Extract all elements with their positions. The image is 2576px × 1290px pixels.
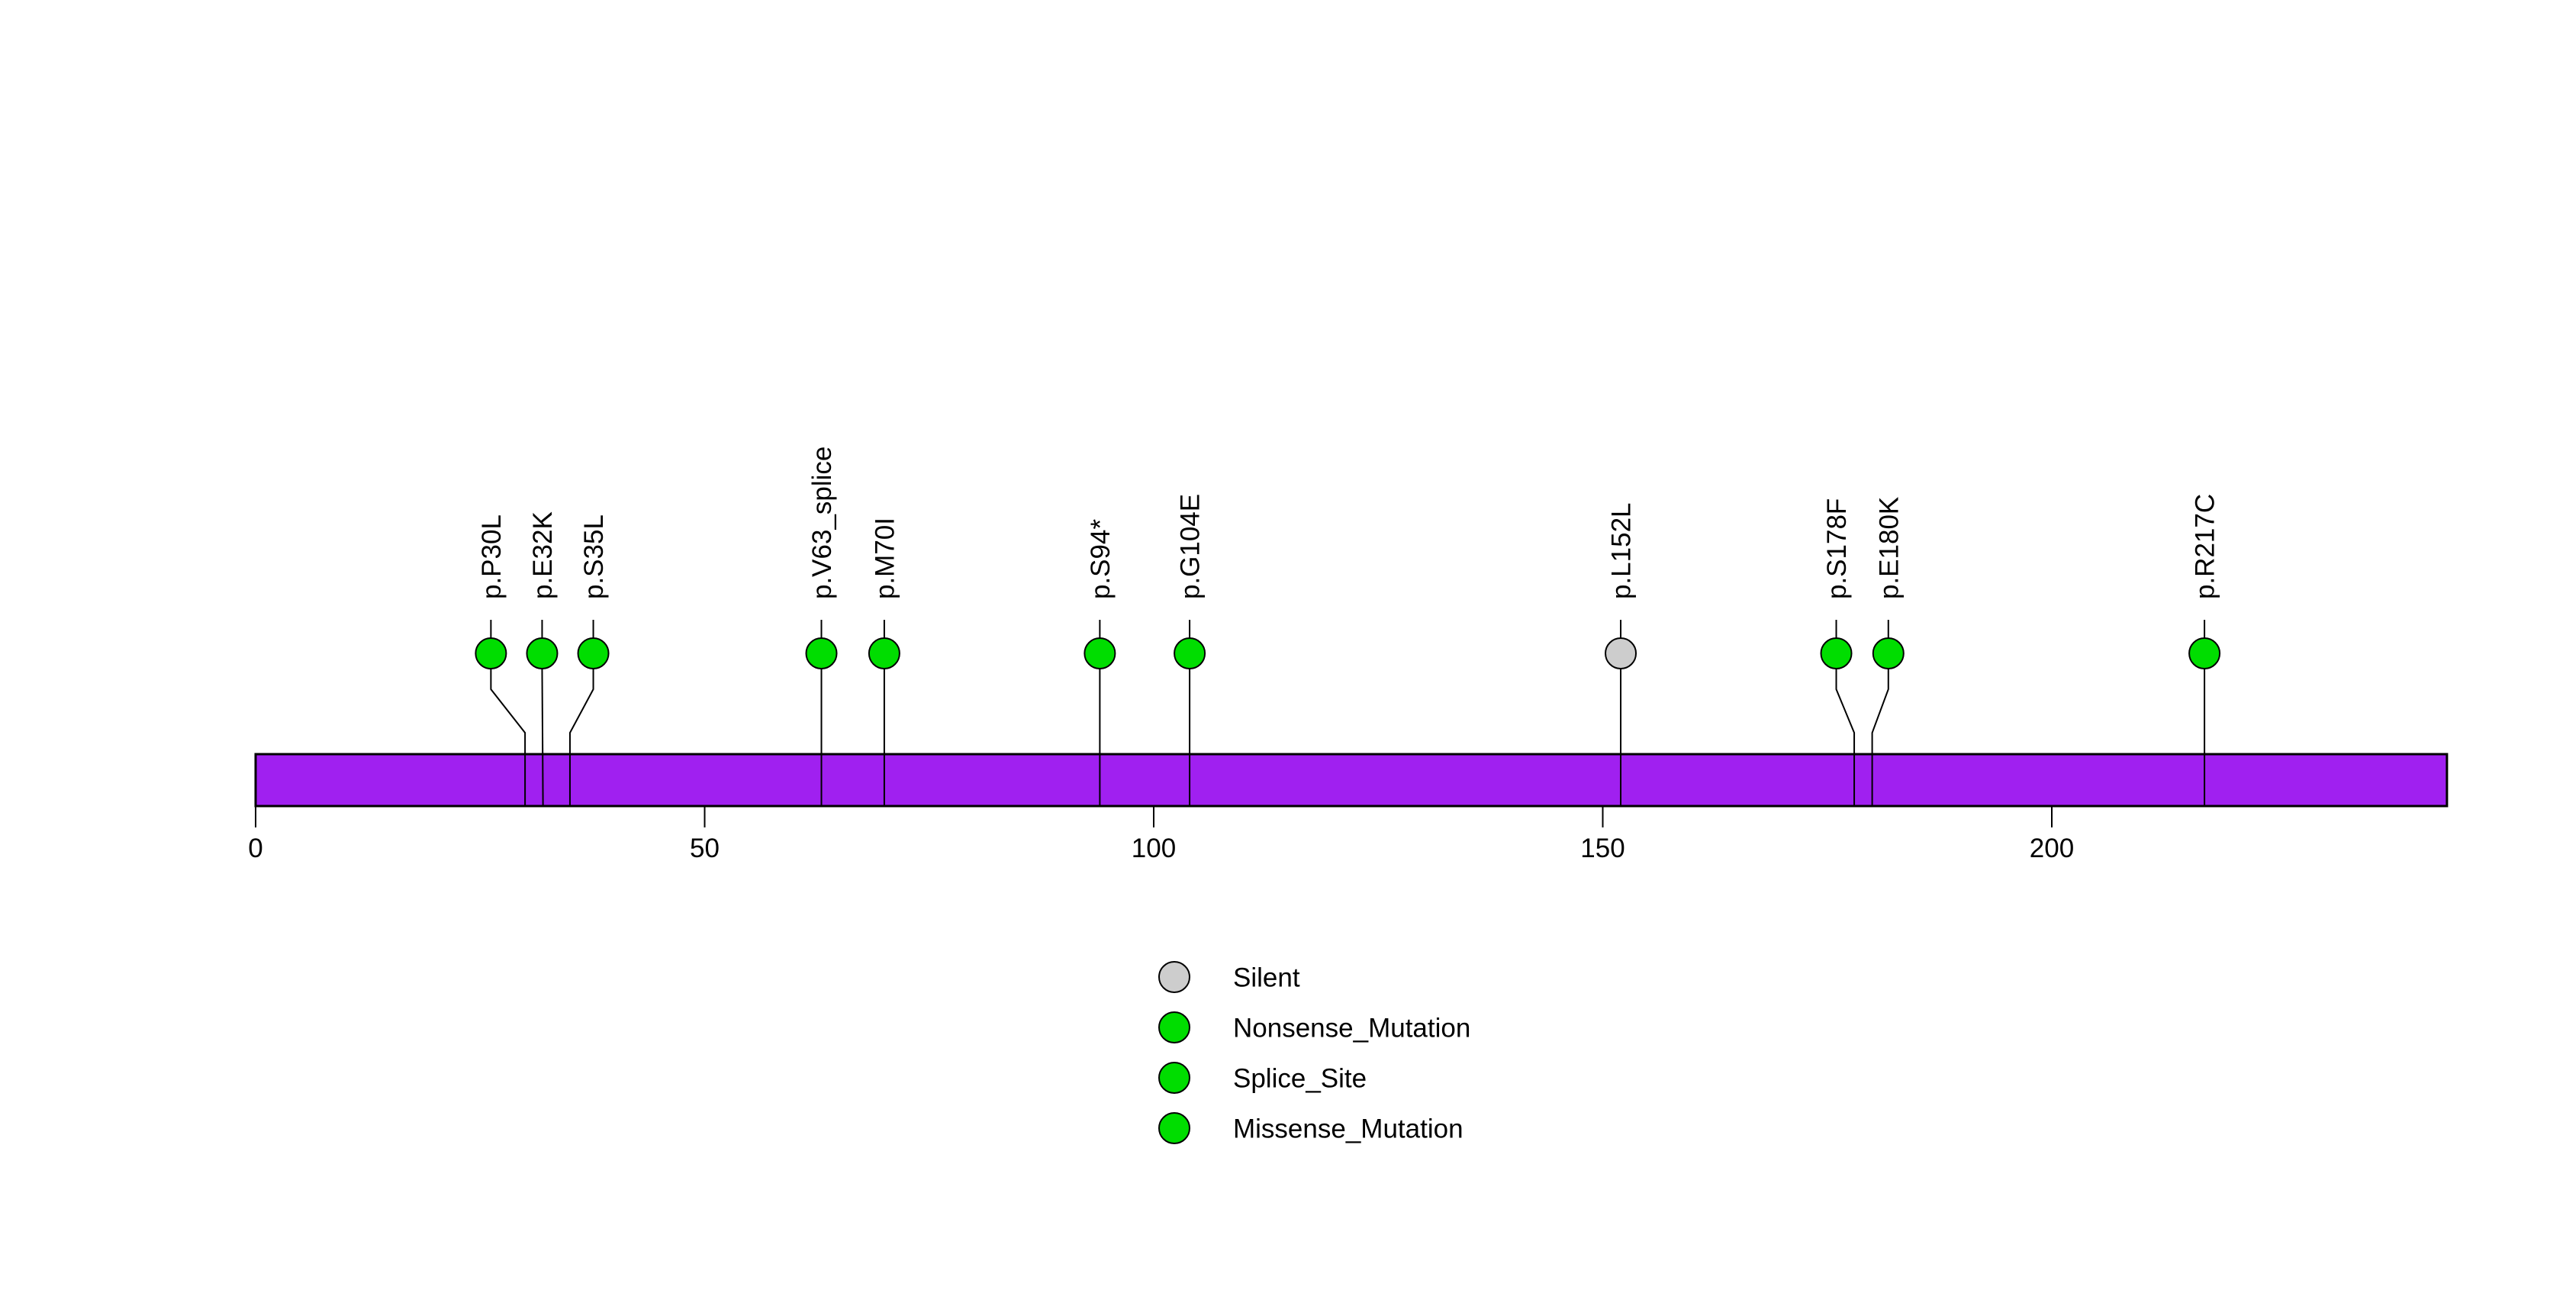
legend-swatch-missense_mutation bbox=[1158, 1112, 1190, 1144]
mutation-label: p.V63_splice bbox=[807, 447, 837, 599]
protein-backbone-bar bbox=[254, 753, 2449, 808]
mutation-label: p.E180K bbox=[1874, 497, 1904, 599]
mutation-label: p.S94* bbox=[1086, 519, 1116, 599]
legend-label: Splice_Site bbox=[1233, 1064, 1367, 1094]
mutation-label: p.M70I bbox=[871, 518, 900, 599]
mutation-label: p.E32K bbox=[528, 511, 558, 599]
mutation-circle-missense_mutation bbox=[1174, 637, 1206, 669]
mutation-label: p.G104E bbox=[1176, 494, 1206, 599]
lollipop-stem-bent bbox=[1871, 669, 1889, 806]
lollipop-stem-bent bbox=[568, 669, 594, 806]
mutation-circle-missense_mutation bbox=[475, 637, 507, 669]
mutation-label: p.R217C bbox=[2191, 494, 2220, 599]
mutation-label: p.P30L bbox=[477, 514, 507, 599]
mutation-label: p.S35L bbox=[579, 514, 609, 599]
mutation-circle-missense_mutation bbox=[2188, 637, 2221, 669]
legend-label: Missense_Mutation bbox=[1233, 1114, 1463, 1144]
mutation-circle-missense_mutation bbox=[1820, 637, 1853, 669]
mutation-circle-missense_mutation bbox=[868, 637, 900, 669]
mutation-label: p.L152L bbox=[1607, 502, 1637, 599]
legend-swatch-splice_site bbox=[1158, 1062, 1190, 1094]
axis-tick-label: 0 bbox=[248, 834, 262, 863]
mutation-label: p.S178F bbox=[1822, 498, 1852, 599]
legend-label: Nonsense_Mutation bbox=[1233, 1014, 1470, 1043]
mutation-circle-silent bbox=[1605, 637, 1637, 669]
lollipop-stem-bent bbox=[1835, 669, 1856, 806]
axis-tick-label: 100 bbox=[1132, 834, 1176, 863]
mutation-circle-missense_mutation bbox=[577, 637, 610, 669]
axis-tick-label: 50 bbox=[690, 834, 720, 863]
lollipop-stem-bent bbox=[490, 669, 526, 806]
mutation-circle-missense_mutation bbox=[1872, 637, 1905, 669]
mutation-circle-missense_mutation bbox=[526, 637, 559, 669]
mutation-circle-splice_site bbox=[805, 637, 838, 669]
axis-tick-label: 150 bbox=[1580, 834, 1624, 863]
legend-swatch-silent bbox=[1158, 961, 1190, 993]
legend-label: Silent bbox=[1233, 963, 1300, 993]
legend-swatch-nonsense_mutation bbox=[1158, 1011, 1190, 1043]
axis-tick-label: 200 bbox=[2030, 834, 2074, 863]
mutation-circle-nonsense_mutation bbox=[1084, 637, 1116, 669]
lollipop-stem bbox=[541, 668, 544, 807]
